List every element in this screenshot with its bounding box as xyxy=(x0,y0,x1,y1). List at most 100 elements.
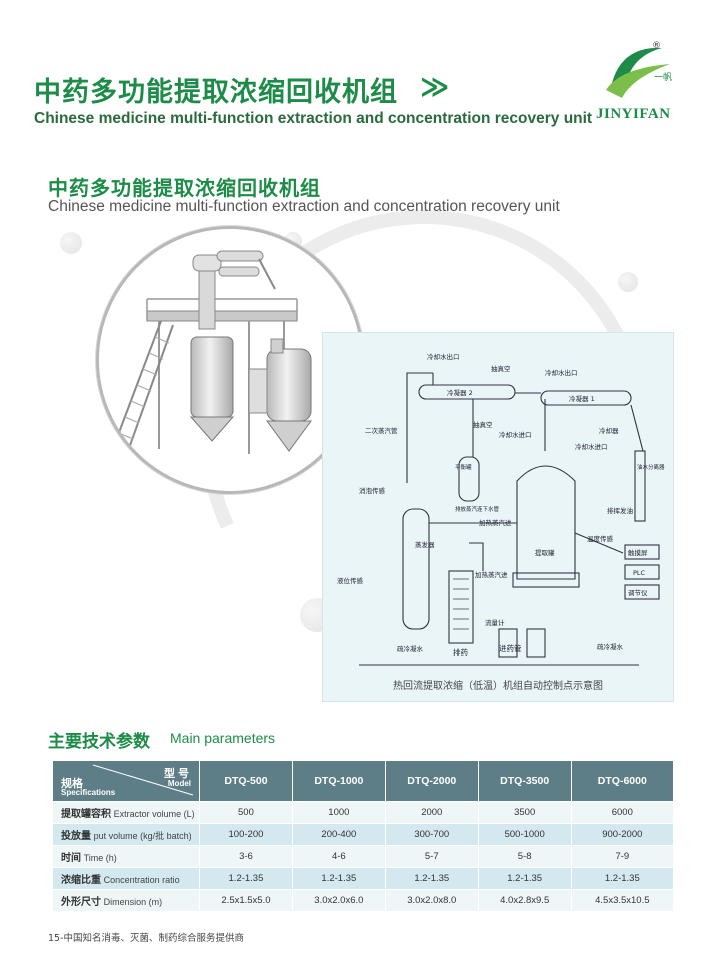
table-cell: 3500 xyxy=(477,801,572,824)
row-label-cn: 投放量 xyxy=(61,831,91,842)
table-cell: 1.2-1.35 xyxy=(477,867,572,890)
table-cell: 5-7 xyxy=(384,845,479,868)
process-control-diagram: 冷却水出口 抽真空 冷却水出口 冷凝器 2 冷凝器 1 二次蒸汽管 抽真空 冷却… xyxy=(322,332,674,702)
row-label-en: Extractor volume (L) xyxy=(113,809,195,819)
row-label-en: Time (h) xyxy=(83,853,117,863)
label-vacuum-2: 抽真空 xyxy=(473,420,493,429)
label-discharge-volatile-oil: 排挥发油 xyxy=(607,506,633,515)
table-cell: 3.0x2.0x8.0 xyxy=(384,889,479,912)
page-footer: 15-中国知名消毒、灭菌、制药综合服务提供商 xyxy=(48,933,245,944)
table-cell: 200-400 xyxy=(291,823,386,846)
table-cell: 4.5x3.5x10.5 xyxy=(570,889,675,912)
model-column-header: DTQ-2000 xyxy=(384,760,479,802)
label-plc: PLC xyxy=(633,569,646,577)
label-condenser-1: 冷凝器 1 xyxy=(569,394,595,403)
diagonal-divider xyxy=(92,764,194,796)
label-cooler: 冷却器 xyxy=(599,426,619,435)
row-label-en: put volume (kg/批 batch) xyxy=(93,831,192,841)
brand-logo: 一帆 ® xyxy=(592,38,682,128)
brand-name: JINYIFAN xyxy=(596,106,671,122)
page-title: 中药多功能提取浓缩回收机组 xyxy=(34,77,398,108)
table-row: 时间 Time (h) 3-6 4-6 5-7 5-8 7-9 xyxy=(52,845,675,868)
table-cell: 1.2-1.35 xyxy=(291,867,386,890)
label-flowmeter: 流量计 xyxy=(485,618,505,627)
table-header-row: 型 号 Model 规格 Specifications DTQ-500 DTQ-… xyxy=(52,760,675,802)
table-cell: 2.5x1.5x5.0 xyxy=(199,889,293,912)
label-vacuum-1: 抽真空 xyxy=(491,364,511,373)
label-meter: 调节仪 xyxy=(628,588,648,597)
title-chevron: ≫ xyxy=(420,70,450,103)
logo-mark-icon: 一帆 ® xyxy=(606,41,672,98)
label-drain-water-2: 疏冷凝水 xyxy=(597,642,624,651)
process-flow-schematic: 冷却水出口 抽真空 冷却水出口 冷凝器 2 冷凝器 1 二次蒸汽管 抽真空 冷却… xyxy=(337,352,665,666)
row-label-en: Dimension (m) xyxy=(103,897,163,907)
row-label-cn: 提取罐容积 xyxy=(61,809,111,820)
params-heading: 主要技术参数 xyxy=(48,732,150,752)
table-cell: 1.2-1.35 xyxy=(199,867,293,890)
table-corner-cell: 型 号 Model 规格 Specifications xyxy=(52,760,200,802)
table-cell: 900-2000 xyxy=(570,823,675,846)
label-balance-tank: 平衡罐 xyxy=(455,463,472,471)
label-steam-drain: 排放蒸汽连下水管 xyxy=(455,505,500,513)
label-inlet-pipe: 进药管 xyxy=(499,643,522,653)
model-column-header: DTQ-1000 xyxy=(291,760,386,802)
model-column-header: DTQ-500 xyxy=(199,760,293,802)
label-condenser-2: 冷凝器 2 xyxy=(447,388,473,397)
label-discharge: 排药 xyxy=(453,647,468,657)
label-drain-water-1: 疏冷凝水 xyxy=(397,644,424,653)
registered-mark: ® xyxy=(652,41,661,51)
label-cooling-outlet-1: 冷却水出口 xyxy=(427,352,460,361)
row-label-cn: 浓缩比重 xyxy=(61,875,101,886)
table-row: 提取罐容积 Extractor volume (L) 500 1000 2000… xyxy=(52,801,675,824)
table-cell: 2000 xyxy=(384,801,479,824)
table-cell: 500 xyxy=(199,801,293,824)
label-cooling-inlet-1: 冷却水进口 xyxy=(499,430,532,439)
table-row: 浓缩比重 Concentration ratio 1.2-1.35 1.2-1.… xyxy=(52,867,675,890)
row-label: 外形尺寸 Dimension (m) xyxy=(52,889,200,912)
row-label-cn: 外形尺寸 xyxy=(61,897,101,908)
model-column-header: DTQ-3500 xyxy=(477,760,572,802)
product-photo xyxy=(96,226,364,494)
label-touch-screen: 触摸屏 xyxy=(628,548,648,557)
table-cell: 100-200 xyxy=(199,823,293,846)
model-header: 型 号 xyxy=(163,768,189,780)
label-temperature: 温度传感 xyxy=(587,534,614,543)
row-label-en: Concentration ratio xyxy=(103,875,180,885)
label-oil-water-separator: 油水分离器 xyxy=(637,463,665,471)
table-cell: 7-9 xyxy=(570,845,675,868)
table-row: 外形尺寸 Dimension (m) 2.5x1.5x5.0 3.0x2.0x6… xyxy=(52,889,675,912)
row-label: 浓缩比重 Concentration ratio xyxy=(52,867,200,890)
logo-mark-text: 一帆 xyxy=(654,71,672,83)
spec-header: 规格 xyxy=(61,778,83,790)
table-cell: 4-6 xyxy=(291,845,386,868)
model-header-english: Model xyxy=(167,779,191,788)
row-label-cn: 时间 xyxy=(61,853,81,864)
label-level-sensor: 液位传感 xyxy=(337,576,364,585)
diagram-caption: 热回流提取浓缩（低温）机组自动控制点示意图 xyxy=(393,681,603,692)
table-cell: 3.0x2.0x6.0 xyxy=(291,889,386,912)
table-cell: 4.0x2.8x9.5 xyxy=(477,889,572,912)
table-cell: 500-1000 xyxy=(477,823,572,846)
parameters-table: 型 号 Model 规格 Specifications DTQ-500 DTQ-… xyxy=(52,760,675,912)
label-secondary-steam: 二次蒸汽管 xyxy=(365,426,398,435)
table-cell: 1.2-1.35 xyxy=(384,867,479,890)
table-row: 投放量 put volume (kg/批 batch) 100-200 200-… xyxy=(52,823,675,846)
label-evaporator: 蒸发器 xyxy=(415,540,435,549)
row-label: 时间 Time (h) xyxy=(52,845,200,868)
label-heating-steam: 加热蒸汽进 xyxy=(479,518,512,527)
label-cooling-outlet-2: 冷却水出口 xyxy=(545,368,578,377)
background-bubble xyxy=(60,232,82,254)
table-cell: 5-8 xyxy=(477,845,572,868)
model-column-header: DTQ-6000 xyxy=(570,760,675,802)
row-label: 投放量 put volume (kg/批 batch) xyxy=(52,823,200,846)
params-heading-english: Main parameters xyxy=(170,730,276,746)
section-title-english: Chinese medicine multi-function extracti… xyxy=(48,198,560,215)
extraction-unit-illustration xyxy=(108,250,312,466)
table-cell: 1.2-1.35 xyxy=(570,867,675,890)
section-title: 中药多功能提取浓缩回收机组 xyxy=(48,176,321,200)
label-heating-steam-2: 加热蒸汽进 xyxy=(475,570,508,579)
table-cell: 1000 xyxy=(291,801,386,824)
label-extractor: 提取罐 xyxy=(535,548,555,557)
table-cell: 6000 xyxy=(570,801,675,824)
table-cell: 3-6 xyxy=(199,845,293,868)
